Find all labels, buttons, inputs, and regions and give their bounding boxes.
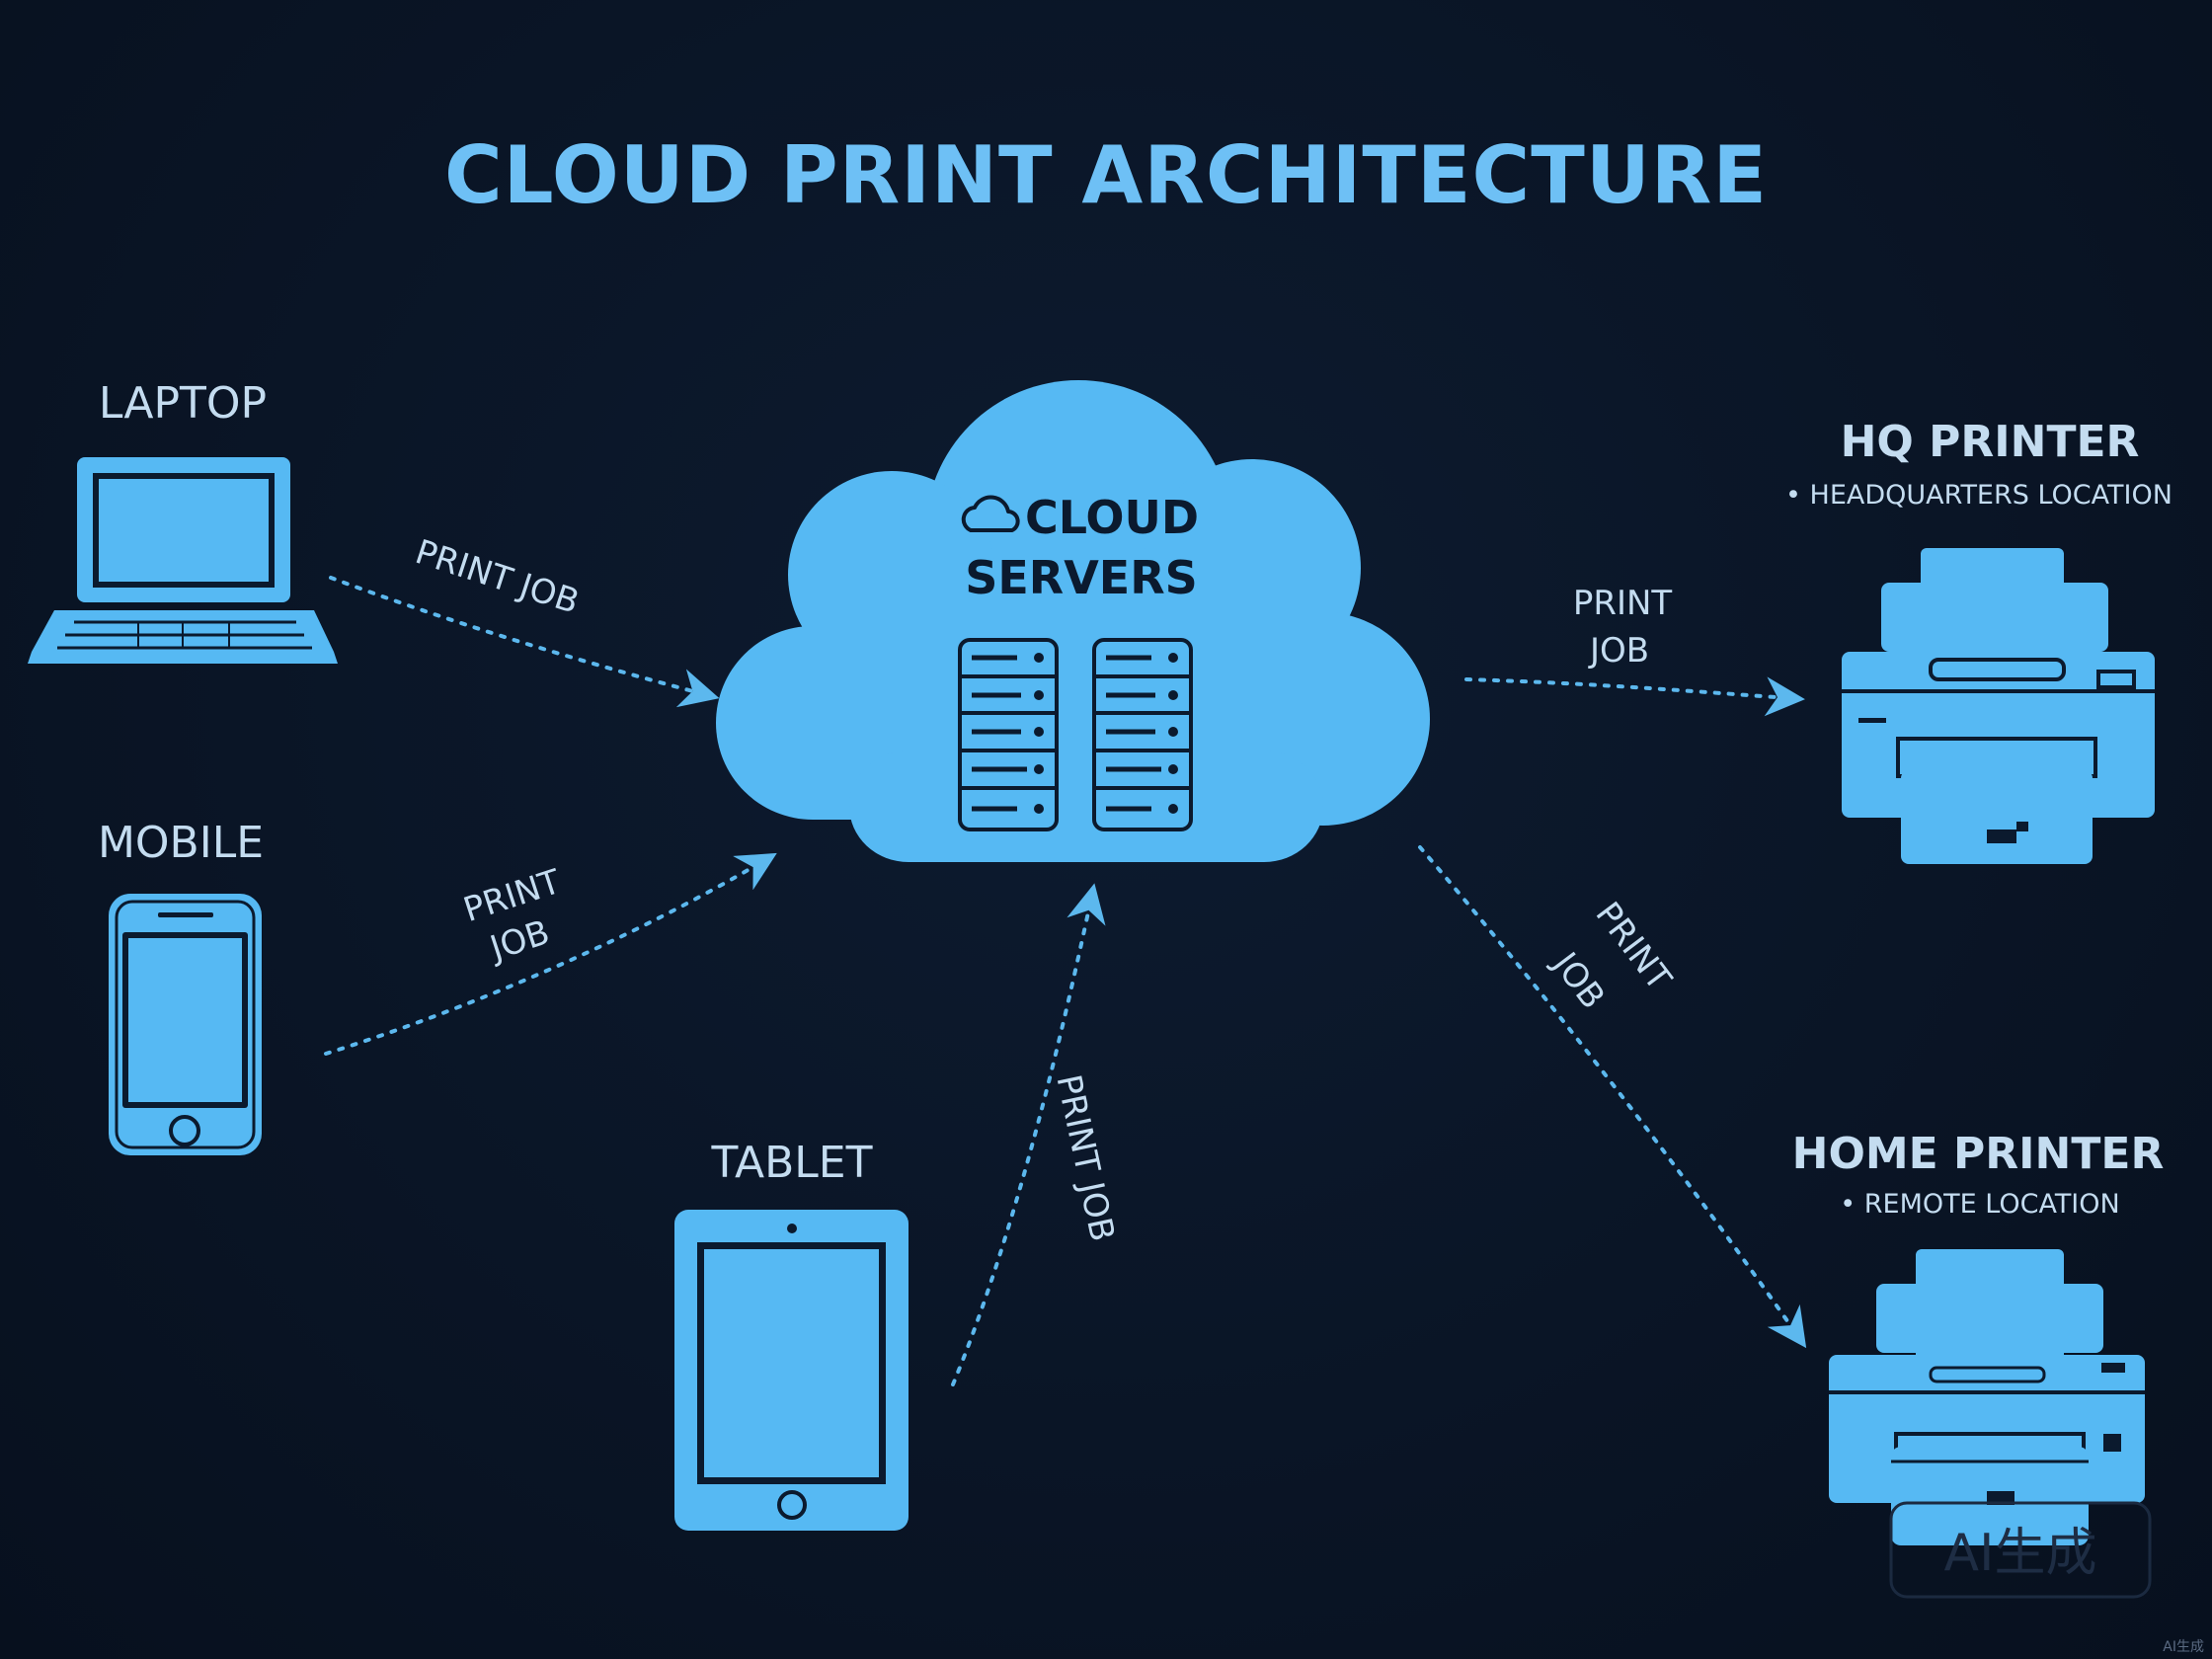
server-rack-icon [1092, 638, 1193, 831]
flow-label: JOB [1588, 631, 1649, 671]
flow-label: PRINT [459, 862, 566, 930]
flow-label: JOB [1544, 944, 1613, 1017]
corner-mark: AI生成 [2163, 1639, 2204, 1655]
tablet-node: TABLET [674, 1138, 908, 1531]
flow-label: PRINT JOB [411, 532, 584, 622]
printer-icon [1842, 548, 2155, 864]
flow-label: PRINT JOB [1048, 1071, 1122, 1245]
flow-cloud-to-home: PRINT JOB [1418, 845, 1807, 1349]
laptop-label: LAPTOP [99, 378, 267, 429]
watermark-text: AI生成 [1944, 1524, 2097, 1583]
flow-tablet-to-cloud: PRINT JOB [951, 883, 1122, 1386]
hq-printer-sublabel: • HEADQUARTERS LOCATION [1785, 480, 2172, 511]
tablet-label: TABLET [711, 1138, 873, 1188]
page-title: CLOUD PRINT ARCHITECTURE [444, 129, 1768, 221]
watermark: AI生成 [1889, 1501, 2152, 1599]
cloud-title-line2: SERVERS [965, 551, 1198, 604]
cloud-servers-node: CLOUD SERVERS [716, 380, 1430, 862]
hq-printer-node: HQ PRINTER • HEADQUARTERS LOCATION [1785, 417, 2172, 864]
laptop-node: LAPTOP [28, 378, 338, 664]
mobile-node: MOBILE [98, 818, 264, 1155]
hq-printer-label: HQ PRINTER [1841, 417, 2140, 467]
flow-mobile-to-cloud: PRINT JOB [324, 852, 777, 1056]
printer-icon [1829, 1249, 2145, 1545]
flow-cloud-to-hq: PRINT JOB [1464, 584, 1805, 717]
laptop-icon [28, 457, 338, 664]
cloud-icon [716, 380, 1430, 862]
flow-label: PRINT [1573, 584, 1673, 623]
home-printer-node: HOME PRINTER • REMOTE LOCATION [1792, 1129, 2165, 1545]
server-rack-icon [958, 638, 1059, 831]
flow-laptop-to-cloud: PRINT JOB [329, 532, 720, 708]
mobile-phone-icon [109, 894, 262, 1155]
cloud-title-line1: CLOUD [1025, 491, 1199, 544]
home-printer-label: HOME PRINTER [1792, 1129, 2165, 1179]
mobile-label: MOBILE [98, 818, 264, 868]
small-cloud-icon [961, 495, 1020, 532]
tablet-icon [674, 1210, 908, 1531]
home-printer-sublabel: • REMOTE LOCATION [1840, 1189, 2119, 1220]
